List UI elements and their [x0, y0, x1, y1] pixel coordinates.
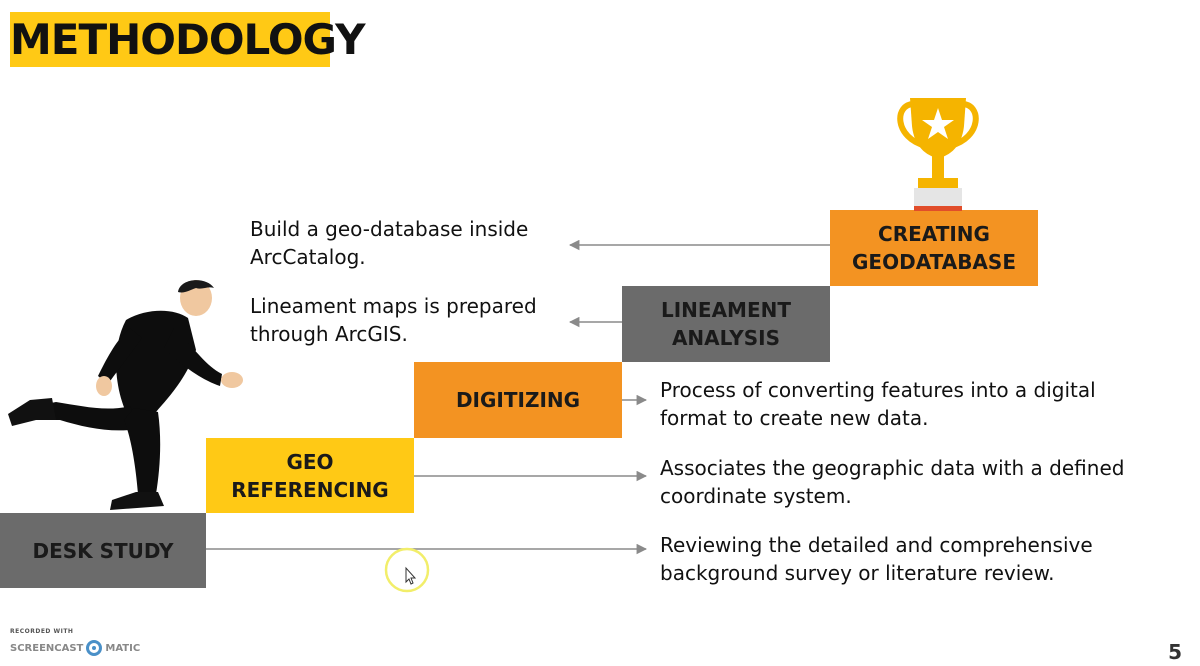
screencast-watermark: RECORDED WITH SCREENCAST MATIC — [8, 628, 158, 658]
step-label: DIGITIZING — [455, 388, 581, 412]
desc-line: ArcCatalog. — [250, 245, 366, 269]
step-label: LINEAMENT — [660, 298, 791, 322]
desc-line: Reviewing the detailed and comprehensive — [660, 533, 1093, 557]
desc-line: through ArcGIS. — [250, 322, 408, 346]
watermark-small-text: RECORDED WITH — [10, 628, 74, 635]
desc-line: background survey or literature review. — [660, 561, 1055, 585]
desc-line: Process of converting features into a di… — [660, 378, 1096, 402]
desc-lineament-analysis: Lineament maps is prepared through ArcGI… — [250, 292, 537, 348]
businessman-running-icon — [8, 280, 243, 510]
desc-line: coordinate system. — [660, 484, 852, 508]
screencast-logo-icon — [86, 640, 103, 656]
watermark-brand: SCREENCAST MATIC — [10, 640, 140, 656]
page-title: METHODOLOGY — [10, 12, 366, 67]
step-label: GEODATABASE — [852, 250, 1016, 274]
desc-creating-geodatabase: Build a geo-database inside ArcCatalog. — [250, 215, 528, 271]
step-creating-geodatabase: CREATING GEODATABASE — [830, 210, 1038, 286]
watermark-right-text: MATIC — [105, 642, 141, 654]
step-label: CREATING — [878, 222, 990, 246]
desc-line: Build a geo-database inside — [250, 217, 529, 241]
desc-desk-study: Reviewing the detailed and comprehensive… — [660, 531, 1093, 587]
trophy-icon — [897, 98, 979, 211]
mouse-cursor-icon — [384, 547, 430, 593]
desc-line: Associates the geographic data with a de… — [660, 456, 1125, 480]
desc-line: Lineament maps is prepared — [250, 294, 537, 318]
step-digitizing: DIGITIZING — [414, 362, 622, 438]
watermark-left-text: SCREENCAST — [10, 642, 84, 654]
step-geo-referencing: GEO REFERENCING — [206, 438, 414, 513]
desc-digitizing: Process of converting features into a di… — [660, 376, 1096, 432]
page-number: 5 — [1168, 640, 1182, 664]
step-lineament-analysis: LINEAMENT ANALYSIS — [622, 286, 830, 362]
step-label: ANALYSIS — [671, 326, 781, 350]
step-label: GEO — [286, 449, 334, 474]
desc-geo-referencing: Associates the geographic data with a de… — [660, 454, 1124, 510]
desc-line: format to create new data. — [660, 406, 929, 430]
step-desk-study: DESK STUDY — [0, 513, 206, 588]
step-label: DESK STUDY — [32, 538, 174, 563]
step-label: REFERENCING — [231, 477, 389, 502]
